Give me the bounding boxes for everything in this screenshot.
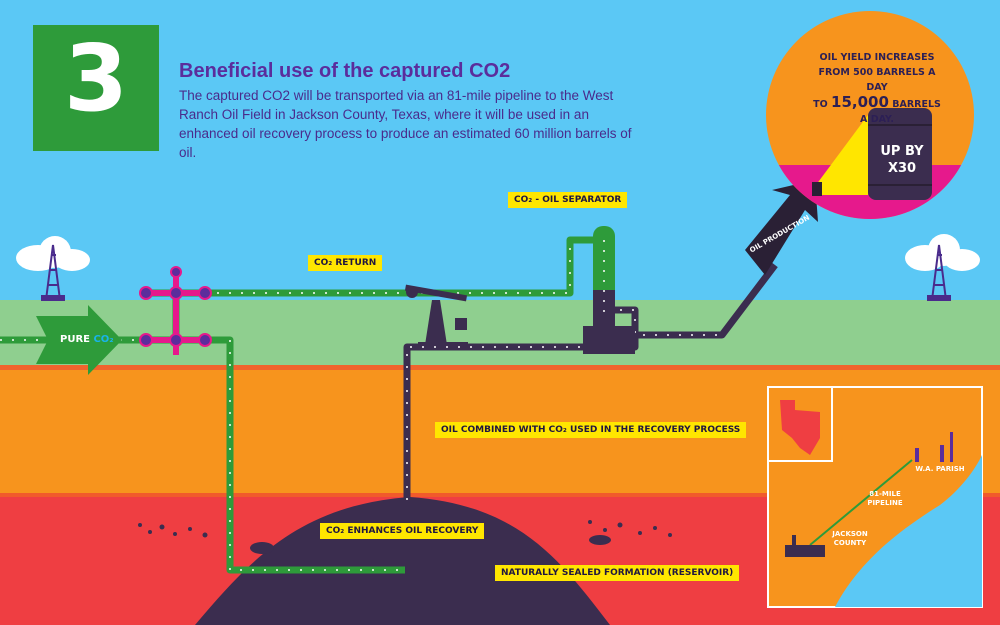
barrel-line-2: X30 xyxy=(887,161,917,176)
texas-map-icon xyxy=(780,400,820,455)
page-title: Beneficial use of the captured CO2 xyxy=(179,60,511,82)
step-number: 3 xyxy=(63,25,128,132)
pure-co2-label: PURE CO₂ xyxy=(60,334,114,345)
oil-derrick-icon xyxy=(41,244,65,301)
yield-line-1: OIL YIELD INCREASES xyxy=(819,52,935,63)
yield-line-3-suffix: BARRELS A DAY. xyxy=(860,99,941,125)
separator-tower-icon xyxy=(583,226,635,354)
enhances-label: CO₂ ENHANCES OIL RECOVERY xyxy=(320,523,485,539)
cloud-icon xyxy=(905,234,980,271)
pure-co2-arrow xyxy=(36,305,122,375)
texas-map-inset xyxy=(767,386,983,608)
oil-barrel-icon xyxy=(868,108,932,200)
pure-co2-prefix: PURE xyxy=(60,334,94,345)
map-label-jackson: JACKSON COUNTY xyxy=(832,530,868,547)
page-description: The captured CO2 will be transported via… xyxy=(179,88,632,160)
yield-line-3-prefix: TO xyxy=(813,99,832,110)
reservoir-dome xyxy=(195,497,610,625)
yield-line-2: FROM 500 BARRELS A DAY xyxy=(818,67,936,93)
map-label-wa-parish: W.A. PARISH xyxy=(915,465,965,473)
reservoir-label: NATURALLY SEALED FORMATION (RESERVOIR) xyxy=(495,565,740,581)
map-label-pipeline: 81-MILE PIPELINE xyxy=(867,490,903,507)
step-number-badge: 3 xyxy=(33,25,159,151)
pure-co2-text: CO₂ xyxy=(93,334,114,345)
oil-production-arrow xyxy=(745,180,818,275)
yield-number: 15,000 xyxy=(831,93,889,111)
pumpjack-icon xyxy=(404,284,468,346)
barrel-line-1: UP BY xyxy=(880,144,924,159)
rock-debris xyxy=(138,520,672,554)
oil-derrick-icon xyxy=(927,244,951,301)
separator-label: CO₂ - OIL SEPARATOR xyxy=(508,192,628,208)
cloud-icon xyxy=(16,236,90,271)
co2-return-label: CO₂ RETURN xyxy=(308,255,383,271)
ground-layer xyxy=(0,300,1000,368)
yield-text: OIL YIELD INCREASES FROM 500 BARRELS A D… xyxy=(812,50,942,127)
oil-combined-label: OIL COMBINED WITH CO₂ USED IN THE RECOVE… xyxy=(435,422,747,438)
barrel-label: UP BY X30 xyxy=(872,143,932,177)
